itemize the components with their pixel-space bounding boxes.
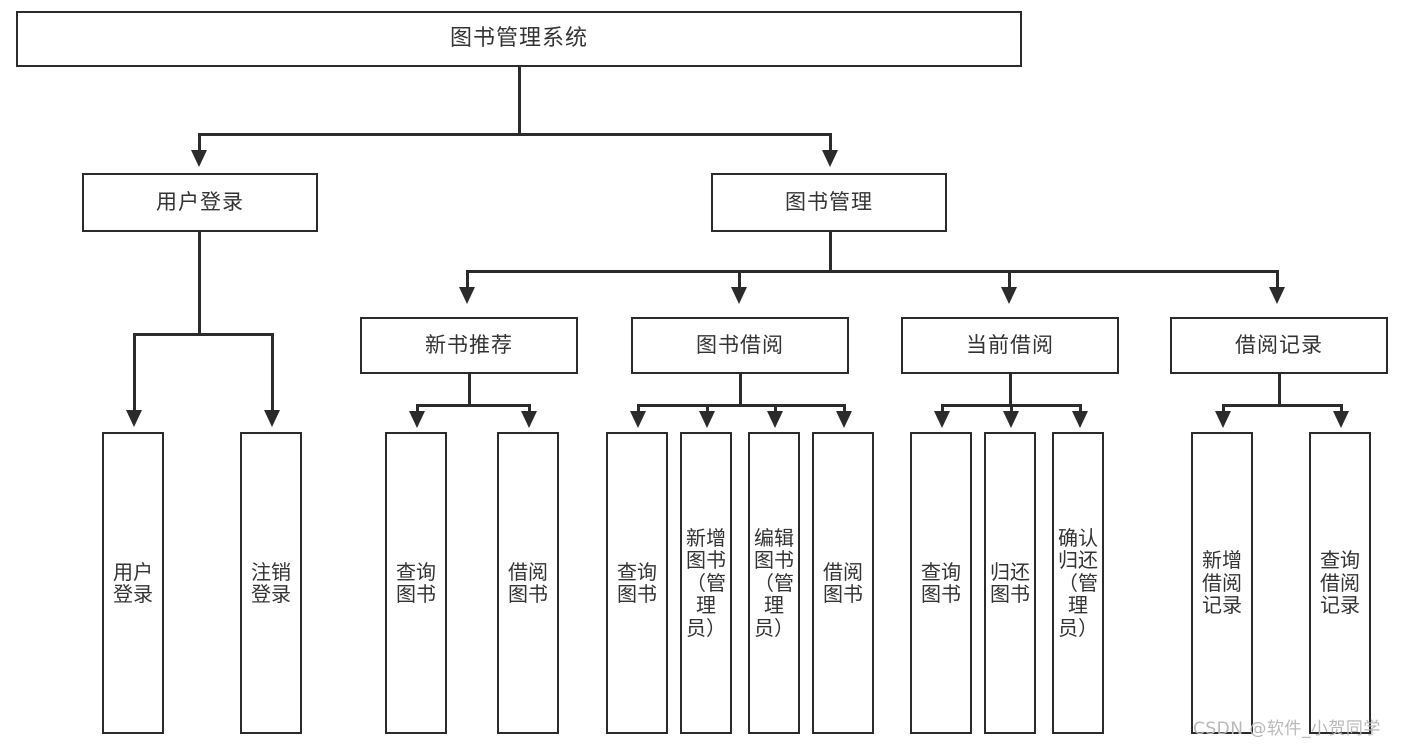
arrowhead-to-user-login [191,150,207,167]
node-leaf-confirm-return-admin[interactable]: 确认 归还 （管 理 员） [1052,432,1104,734]
connector-root-to-user-login [198,133,201,153]
node-leaf-add-book-admin[interactable]: 新增 图书 （管 理 员） [680,432,732,734]
connector-book-management-stem [829,232,832,272]
node-label: 用户登录 [156,190,244,215]
node-label: 查询 借阅 记录 [1320,548,1360,618]
connector-book-management-bus [466,270,1278,273]
node-label: 借阅 图书 [508,559,548,606]
arrowhead-to-leaf-borrow-book-2 [836,411,852,428]
connector-user-login-stem [198,232,201,335]
arrowhead-to-leaf-return-book [1003,411,1019,428]
connector-bm-to-new-book [466,270,469,290]
connector-user-login-to-leaf-2 [271,333,274,413]
node-leaf-query-borrow-record[interactable]: 查询 借阅 记录 [1309,432,1371,734]
connector-cb-to-leaf-2 [1010,404,1013,414]
node-label: 当前借阅 [966,333,1054,358]
connector-book-borrow-stem [739,374,742,406]
connector-new-book-to-leaf-1 [416,404,419,414]
connector-borrow-record-stem [1278,374,1281,406]
connector-bm-to-borrow-record [1276,270,1279,290]
node-borrow-record[interactable]: 借阅记录 [1170,317,1388,374]
node-leaf-query-book-recommend[interactable]: 查询 图书 [385,432,447,734]
node-leaf-add-borrow-record[interactable]: 新增 借阅 记录 [1191,432,1253,734]
node-leaf-user-logout[interactable]: 注销 登录 [240,432,302,734]
node-label: 注销 登录 [251,559,291,606]
node-leaf-query-book-current[interactable]: 查询 图书 [910,432,972,734]
arrowhead-to-new-book-recommend [459,287,475,304]
connector-bb-to-leaf-1 [637,404,640,414]
node-leaf-query-book-borrow[interactable]: 查询 图书 [606,432,668,734]
connector-root-to-book-management [829,133,832,153]
arrowhead-to-leaf-query-book-1 [409,411,425,428]
connector-bm-to-current-borrow [1008,270,1011,290]
node-label: 编辑 图书 （管 理 员） [754,526,794,640]
node-leaf-edit-book-admin[interactable]: 编辑 图书 （管 理 员） [748,432,800,734]
connector-br-to-leaf-2 [1340,404,1343,414]
node-label: 新书推荐 [425,333,513,358]
arrowhead-to-book-management [822,150,838,167]
connector-bm-to-book-borrow [738,270,741,290]
node-root-system[interactable]: 图书管理系统 [16,11,1022,67]
node-current-borrow[interactable]: 当前借阅 [901,317,1119,374]
node-label: 图书管理 [785,190,873,215]
connector-bb-to-leaf-3 [774,404,777,414]
connector-user-login-bus [133,333,273,336]
node-label: 借阅记录 [1235,333,1323,358]
connector-br-to-leaf-1 [1222,404,1225,414]
node-new-book-recommend[interactable]: 新书推荐 [360,317,578,374]
arrowhead-to-book-borrow [731,287,747,304]
node-label: 用户 登录 [113,559,153,606]
connector-root-stem [518,67,521,135]
csdn-watermark: CSDN @软件_小贺同学 [1193,719,1381,739]
arrowhead-to-borrow-record [1269,287,1285,304]
node-label: 查询 图书 [617,559,657,606]
node-leaf-borrow-book-recommend[interactable]: 借阅 图书 [497,432,559,734]
node-label: 确认 归还 （管 理 员） [1058,526,1098,640]
connector-bb-to-leaf-2 [706,404,709,414]
connector-cb-to-leaf-1 [941,404,944,414]
arrowhead-to-leaf-query-borrow-record [1333,411,1349,428]
arrowhead-to-leaf-query-book-2 [630,411,646,428]
node-label: 新增 借阅 记录 [1202,548,1242,618]
arrowhead-to-leaf-add-book-admin [699,411,715,428]
connector-current-borrow-stem [1009,374,1012,406]
arrowhead-to-leaf-edit-book-admin [767,411,783,428]
node-label: 新增 图书 （管 理 员） [686,526,726,640]
arrowhead-to-leaf-query-book-3 [934,411,950,428]
connector-new-book-to-leaf-2 [528,404,531,414]
arrowhead-to-leaf-user-login [126,410,142,427]
arrowhead-to-leaf-borrow-book-1 [521,411,537,428]
connector-bb-to-leaf-4 [843,404,846,414]
node-label: 借阅 图书 [823,559,863,606]
node-book-management[interactable]: 图书管理 [711,173,947,232]
connector-user-login-to-leaf-1 [133,333,136,413]
node-user-login[interactable]: 用户登录 [82,173,318,232]
node-book-borrow[interactable]: 图书借阅 [631,317,849,374]
arrowhead-to-leaf-confirm-return-admin [1072,411,1088,428]
arrowhead-to-leaf-user-logout [264,410,280,427]
connector-new-book-stem [468,374,471,406]
node-label: 查询 图书 [921,559,961,606]
connector-cb-to-leaf-3 [1079,404,1082,414]
node-label: 图书管理系统 [449,26,588,52]
arrowhead-to-current-borrow [1001,287,1017,304]
node-label: 查询 图书 [396,559,436,606]
connector-book-borrow-bus [637,404,845,407]
node-leaf-user-login[interactable]: 用户 登录 [102,432,164,734]
connector-borrow-record-bus [1222,404,1342,407]
arrowhead-to-leaf-add-borrow-record [1215,411,1231,428]
node-label: 归还 图书 [990,559,1030,606]
node-leaf-return-book[interactable]: 归还 图书 [984,432,1036,734]
node-leaf-borrow-book-borrow[interactable]: 借阅 图书 [812,432,874,734]
node-label: 图书借阅 [696,333,784,358]
connector-new-book-bus [416,404,530,407]
connector-root-bus [198,133,831,136]
